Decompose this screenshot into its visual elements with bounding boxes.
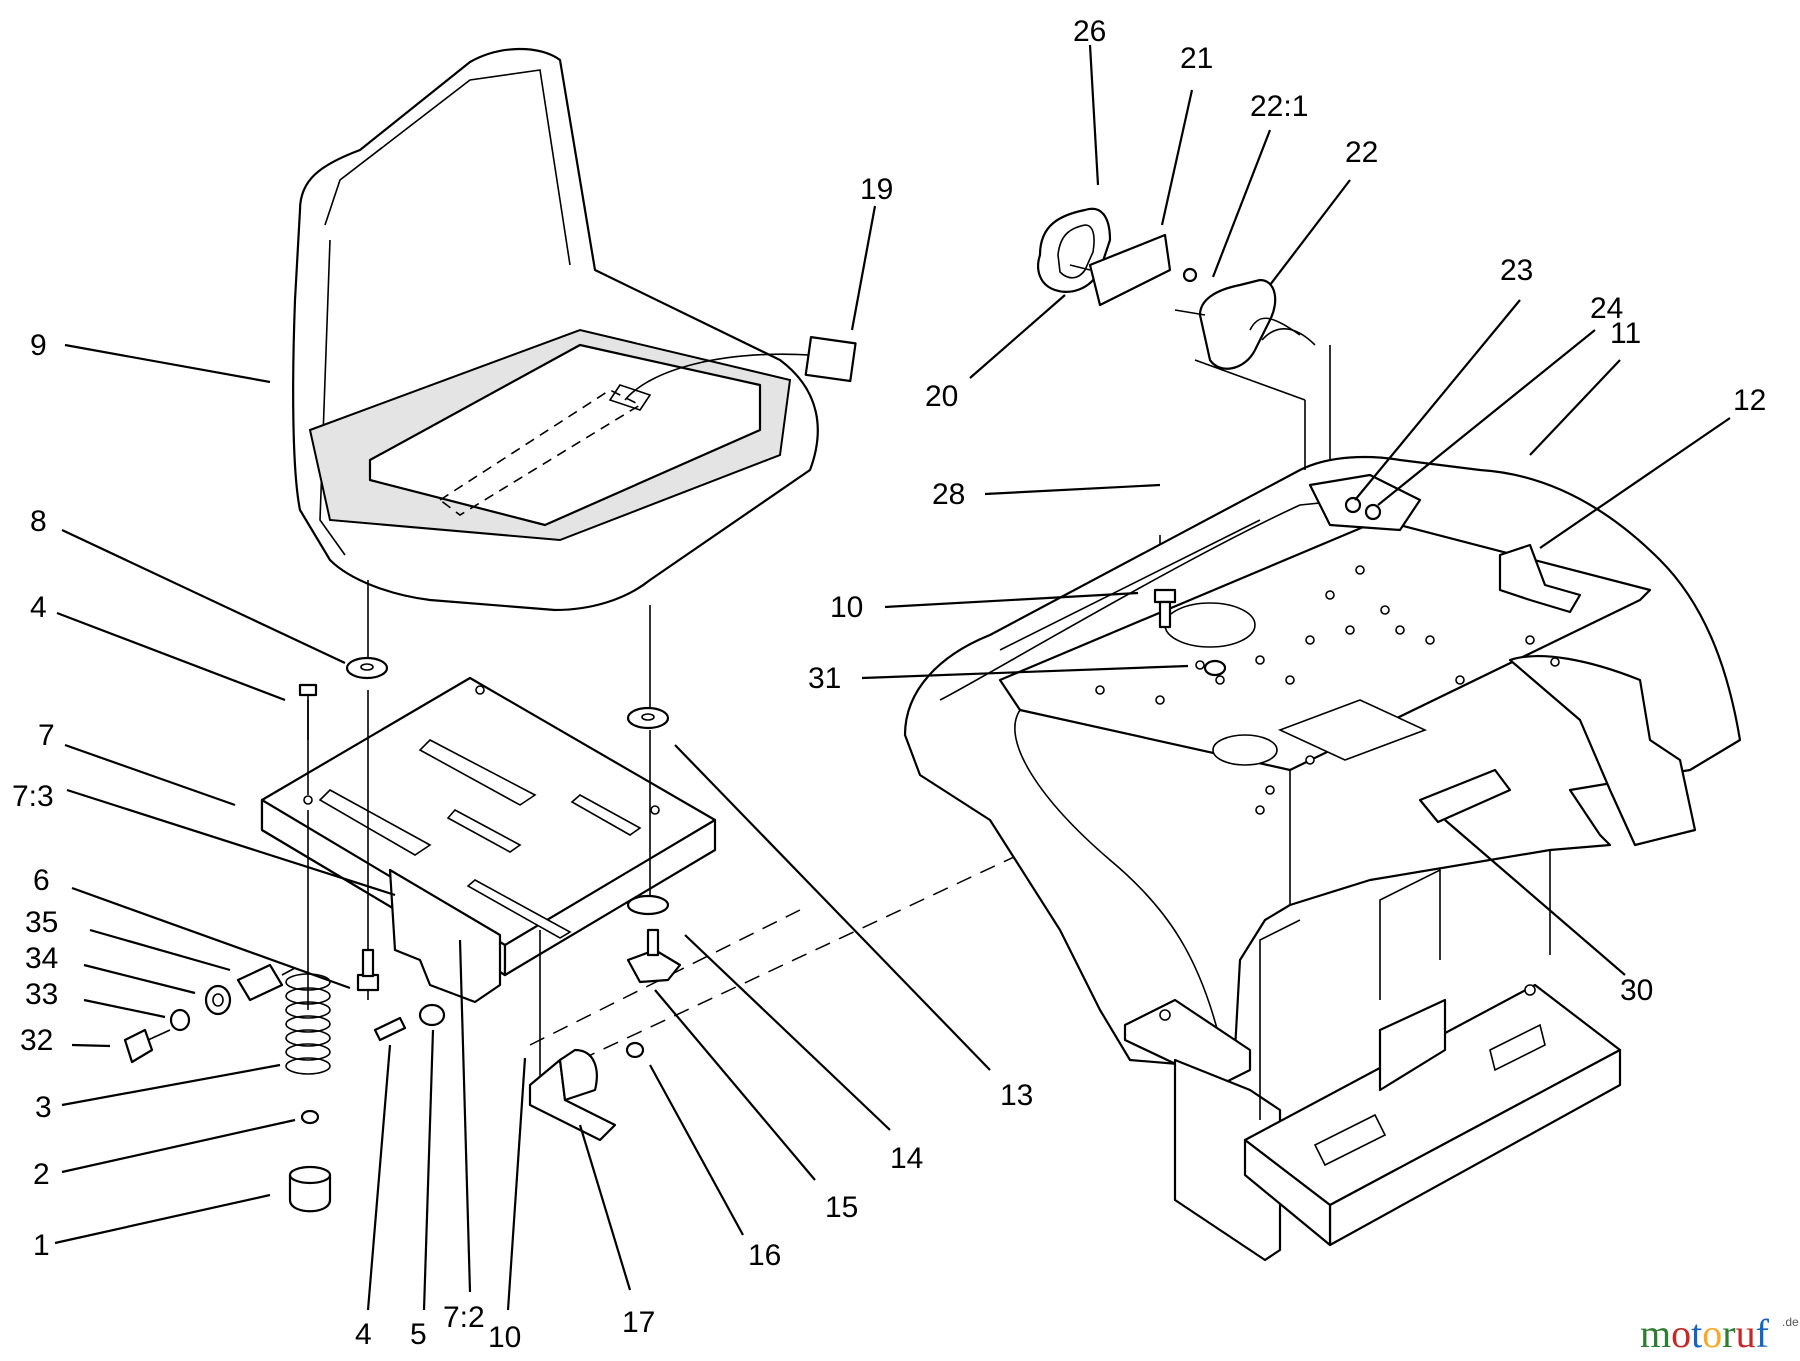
label-13: 13 <box>1000 1079 1033 1112</box>
label-34: 34 <box>25 942 58 975</box>
label-4-bottom: 4 <box>355 1318 372 1351</box>
label-12: 12 <box>1733 384 1766 417</box>
label-30: 30 <box>1620 974 1653 1007</box>
label-23: 23 <box>1500 254 1533 287</box>
label-22: 22 <box>1345 136 1378 169</box>
label-17: 17 <box>622 1306 655 1339</box>
label-26: 26 <box>1073 15 1106 48</box>
label-16: 16 <box>748 1239 781 1272</box>
label-2: 2 <box>33 1158 50 1191</box>
label-33: 33 <box>25 978 58 1011</box>
label-19: 19 <box>860 173 893 206</box>
leader-lines <box>54 44 1731 1311</box>
label-22-1: 22:1 <box>1250 90 1308 123</box>
fender <box>903 455 1742 1067</box>
label-3: 3 <box>35 1091 52 1124</box>
watermark-suffix: .de <box>1782 1315 1799 1329</box>
label-35: 35 <box>25 906 58 939</box>
label-31: 31 <box>808 662 841 695</box>
label-10-top: 10 <box>830 591 863 624</box>
seat <box>292 47 857 612</box>
label-32: 32 <box>20 1024 53 1057</box>
label-15: 15 <box>825 1191 858 1224</box>
label-10-bottom: 10 <box>488 1321 521 1354</box>
seat-pan <box>260 676 717 1004</box>
label-7: 7 <box>38 719 55 752</box>
hardware-left <box>123 656 682 1213</box>
light-assembly <box>1037 207 1316 470</box>
watermark-letter: f <box>1756 1311 1770 1356</box>
label-21: 21 <box>1180 42 1213 75</box>
label-11: 11 <box>1610 317 1641 350</box>
label-7-2: 7:2 <box>443 1301 485 1334</box>
watermark-letter: o <box>1671 1311 1691 1356</box>
label-5: 5 <box>410 1318 427 1351</box>
watermark-letter: o <box>1702 1311 1722 1356</box>
label-14: 14 <box>890 1142 923 1175</box>
label-20: 20 <box>925 380 958 413</box>
label-28: 28 <box>932 478 965 511</box>
label-1: 1 <box>33 1229 50 1262</box>
label-9: 9 <box>30 329 47 362</box>
label-7-3: 7:3 <box>12 780 54 813</box>
watermark-letter: t <box>1691 1311 1702 1356</box>
lower-frame <box>1123 868 1622 1262</box>
watermark-letter: r <box>1722 1311 1735 1356</box>
watermark-letter: u <box>1736 1311 1756 1356</box>
watermark-letter: m <box>1640 1311 1671 1356</box>
label-4-left: 4 <box>30 591 47 624</box>
label-6: 6 <box>33 864 50 897</box>
callout-labels: 26 21 22:1 22 19 23 24 11 12 9 20 28 8 1… <box>12 15 1766 1354</box>
label-8: 8 <box>30 505 47 538</box>
label-24: 24 <box>1590 292 1623 325</box>
watermark-logo: motoruf .de <box>1640 1311 1799 1356</box>
watermark-text: motoruf <box>1640 1311 1770 1356</box>
